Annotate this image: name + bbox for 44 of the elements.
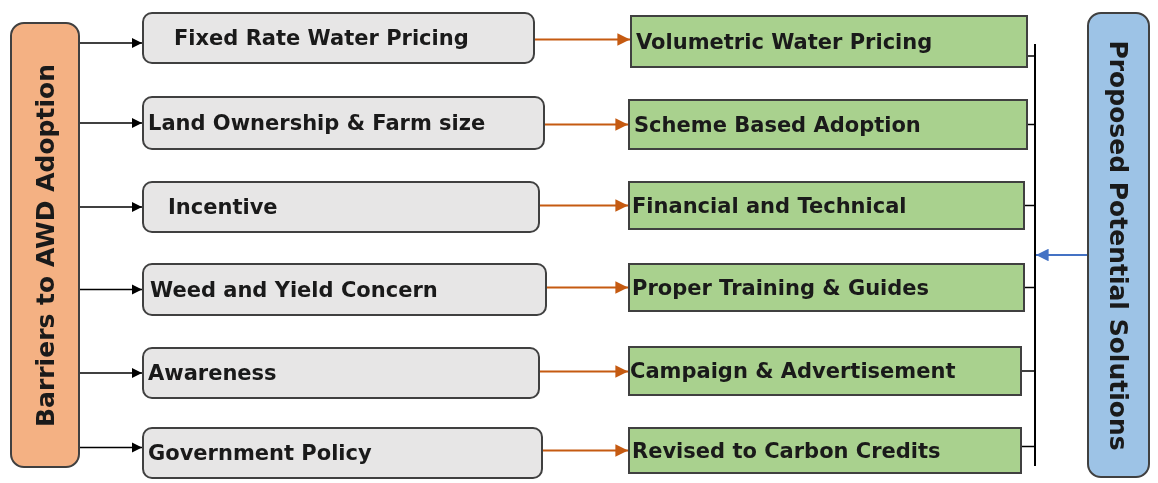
box-label: Incentive bbox=[168, 195, 278, 219]
arrow bbox=[79, 367, 143, 379]
category-title: Barriers to AWD Adoption bbox=[30, 63, 60, 427]
box-label: Revised to Carbon Credits bbox=[632, 438, 941, 463]
connector-line bbox=[1021, 370, 1035, 372]
category-box bbox=[10, 22, 80, 468]
arrow bbox=[1035, 248, 1088, 262]
box-label: Fixed Rate Water Pricing bbox=[174, 26, 469, 50]
arrow bbox=[539, 365, 629, 378]
arrow bbox=[79, 284, 143, 295]
barrier-box bbox=[142, 12, 535, 64]
box-label: Campaign & Advertisement bbox=[630, 359, 956, 383]
arrow bbox=[544, 118, 629, 131]
connector-line bbox=[1027, 55, 1035, 57]
box-label: Proper Training & Guides bbox=[632, 275, 930, 300]
solution-box bbox=[628, 263, 1025, 312]
barrier-box bbox=[142, 347, 540, 399]
arrow bbox=[79, 201, 143, 213]
box-label: Awareness bbox=[148, 361, 277, 385]
solution-box bbox=[628, 427, 1022, 474]
solution-box bbox=[628, 181, 1025, 230]
arrow bbox=[79, 442, 143, 453]
bracket-line bbox=[1034, 44, 1036, 466]
box-label: Land Ownership & Farm size bbox=[148, 111, 486, 135]
arrow bbox=[546, 281, 629, 294]
arrow bbox=[542, 444, 629, 457]
category-box bbox=[1087, 12, 1150, 478]
barrier-box bbox=[142, 427, 543, 479]
box-label: Weed and Yield Concern bbox=[150, 277, 438, 302]
box-label: Government Policy bbox=[148, 441, 372, 465]
box-label: Financial and Technical bbox=[632, 193, 907, 218]
arrow bbox=[539, 199, 629, 212]
solution-box bbox=[628, 346, 1022, 396]
arrow bbox=[79, 117, 143, 129]
box-label: Volumetric Water Pricing bbox=[636, 29, 933, 54]
solution-box bbox=[630, 15, 1028, 68]
arrow bbox=[534, 33, 631, 46]
category-title: Proposed Potential Solutions bbox=[1104, 39, 1133, 451]
box-label: Scheme Based Adoption bbox=[634, 112, 921, 137]
barrier-box bbox=[142, 181, 540, 233]
solution-box bbox=[628, 99, 1028, 150]
barrier-box bbox=[142, 263, 547, 316]
barrier-box bbox=[142, 96, 545, 150]
arrow bbox=[79, 37, 143, 49]
